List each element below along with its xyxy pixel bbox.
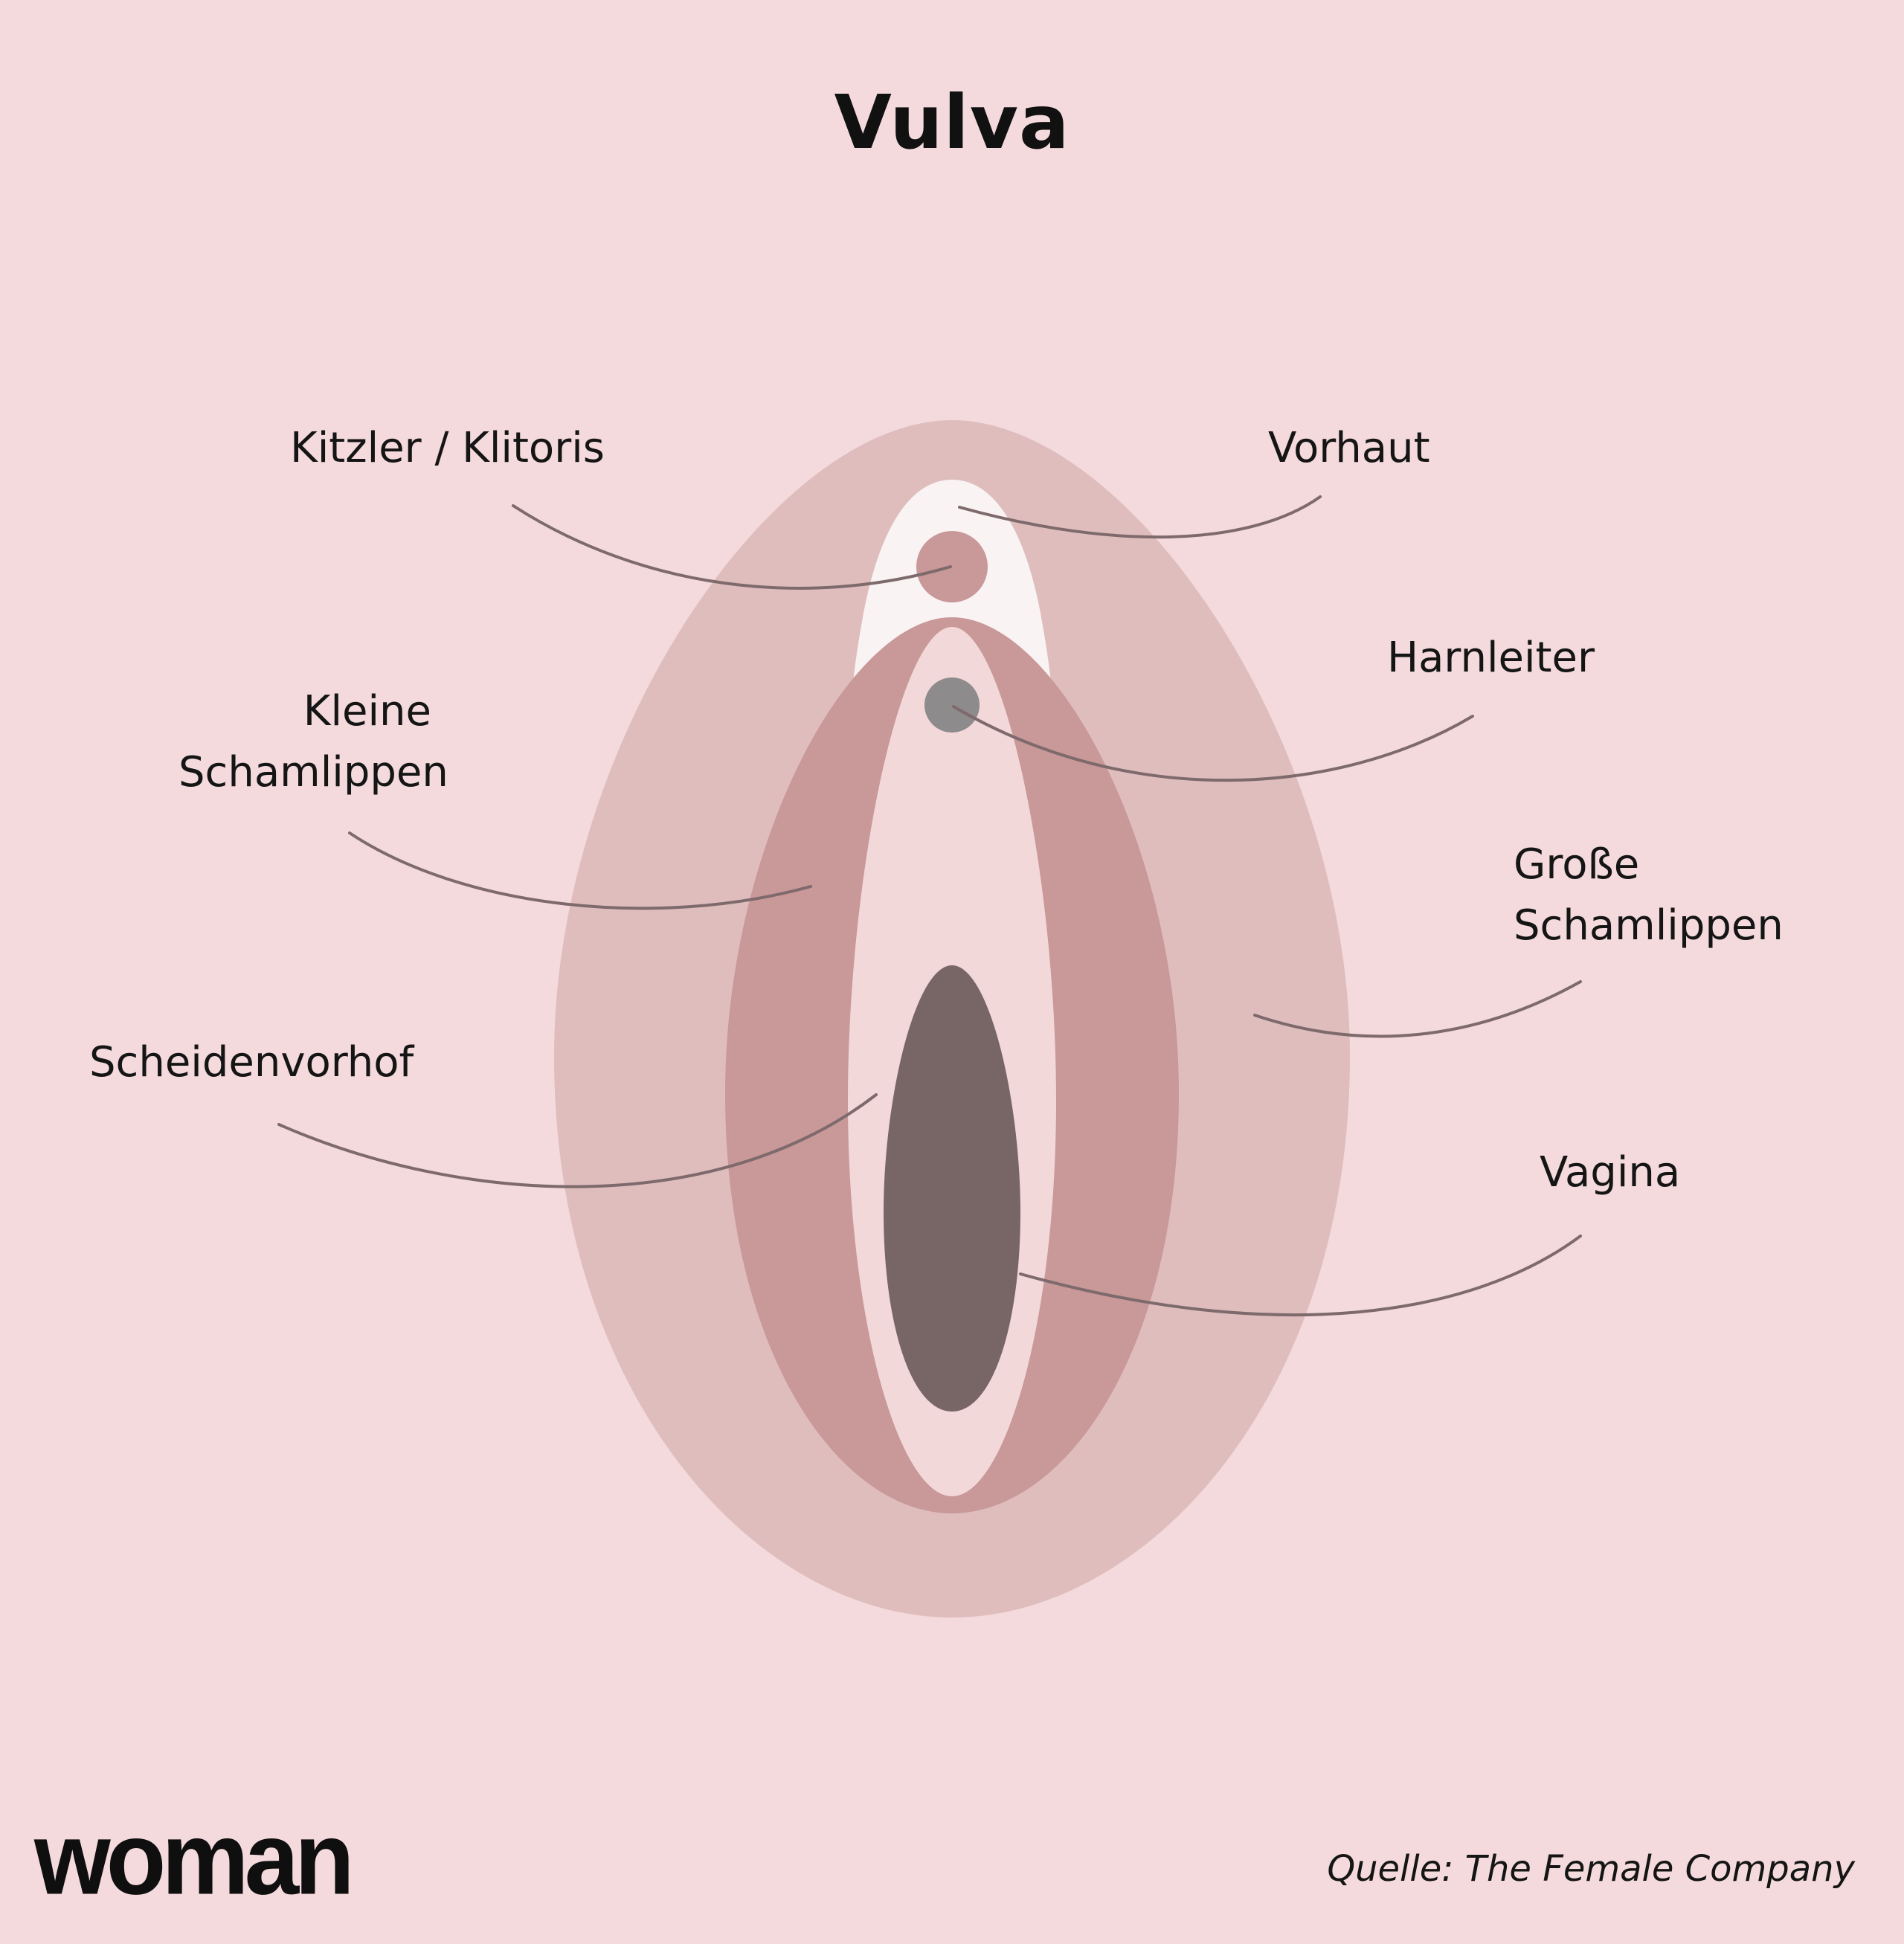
woman-logo: woman — [34, 1800, 355, 1916]
leader-line-vorhaut — [958, 495, 1322, 539]
label-grosse-line2: Schamlippen — [1514, 901, 1784, 950]
label-scheidenvorhof: Scheidenvorhof — [89, 1038, 414, 1087]
leader-line-vagina — [1019, 1235, 1582, 1317]
diagram-title: Vulva — [834, 79, 1070, 166]
vagina-shape — [884, 965, 1020, 1412]
leader-line-grosse-schamlippen — [1253, 980, 1582, 1038]
label-harnleiter: Harnleiter — [1387, 634, 1595, 682]
label-grosse-schamlippen: Große Schamlippen — [1514, 834, 1784, 956]
label-grosse-line1: Große — [1514, 840, 1640, 889]
source-credit: Quelle: The Female Company — [1327, 1848, 1855, 1890]
label-vorhaut: Vorhaut — [1268, 424, 1430, 472]
leader-line-scheidenvorhof — [277, 1093, 878, 1188]
label-kitzler-klitoris: Kitzler / Klitoris — [290, 424, 605, 472]
leader-line-kitzler — [512, 504, 952, 590]
leader-line-harnleiter — [952, 705, 1474, 782]
label-kleine-line2: Schamlippen — [178, 748, 448, 796]
urethra-dot — [924, 677, 980, 733]
leader-line-kleine-schamlippen — [348, 831, 812, 910]
label-kleine-line1: Kleine — [303, 687, 431, 736]
label-kleine-schamlippen: Kleine Schamlippen — [178, 681, 448, 803]
label-vagina: Vagina — [1540, 1148, 1681, 1197]
